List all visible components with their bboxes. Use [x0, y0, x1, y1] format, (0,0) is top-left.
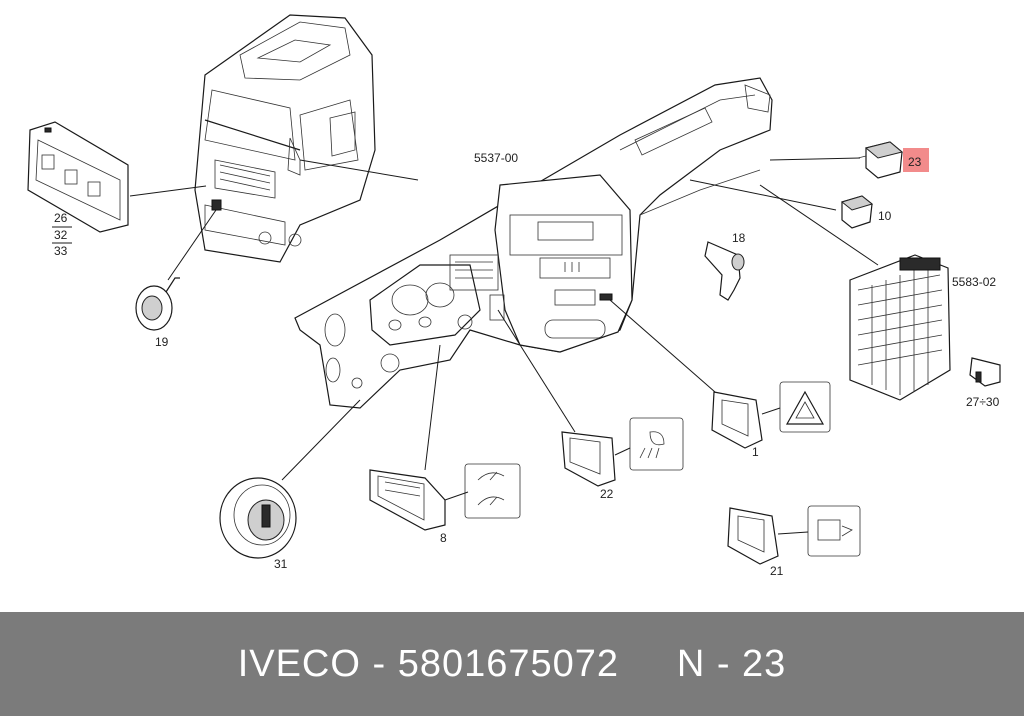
part-27-30-fuse — [969, 357, 1001, 387]
part-18-sensor — [704, 241, 745, 301]
part-31-rotary-switch — [219, 477, 297, 559]
part-19-horn — [135, 277, 180, 331]
part-8-switch — [369, 463, 521, 531]
label-27-30: 27÷30 — [966, 395, 1000, 409]
highlight-23 — [903, 148, 929, 172]
part-23-relay — [857, 141, 904, 179]
truck-cab-illustration — [194, 14, 376, 263]
label-22: 22 — [600, 487, 614, 501]
label-26: 26 — [54, 211, 68, 225]
label-32: 32 — [54, 228, 68, 242]
label-19: 19 — [155, 335, 169, 349]
label-33: 33 — [54, 244, 68, 258]
footer-bar: IVECO - 5801675072 N - 23 — [0, 612, 1024, 716]
label-21: 21 — [770, 564, 784, 578]
label-5583-02: 5583-02 — [952, 275, 996, 289]
label-5537-00: 5537-00 — [474, 151, 518, 165]
label-1: 1 — [752, 445, 759, 459]
part-21-switch — [727, 505, 861, 565]
leader-lines — [129, 157, 879, 535]
part-labels: 5537-00 5583-02 23 10 18 26 32 33 19 1 2… — [52, 148, 1000, 578]
part-1-switch — [711, 381, 831, 449]
part-26-fuse-panel — [27, 121, 129, 233]
label-18: 18 — [732, 231, 746, 245]
label-10: 10 — [878, 209, 892, 223]
part-10-relay — [840, 195, 874, 229]
part-5583-fuse-box — [849, 254, 951, 401]
label-23: 23 — [908, 155, 922, 169]
dashboard-illustration — [294, 77, 773, 409]
label-8: 8 — [440, 531, 447, 545]
parts-diagram: 5537-00 5583-02 23 10 18 26 32 33 19 1 2… — [27, 14, 1001, 578]
footer-part-number: IVECO - 5801675072 N - 23 — [237, 642, 787, 685]
part-22-switch — [561, 417, 684, 487]
label-31: 31 — [274, 557, 288, 571]
